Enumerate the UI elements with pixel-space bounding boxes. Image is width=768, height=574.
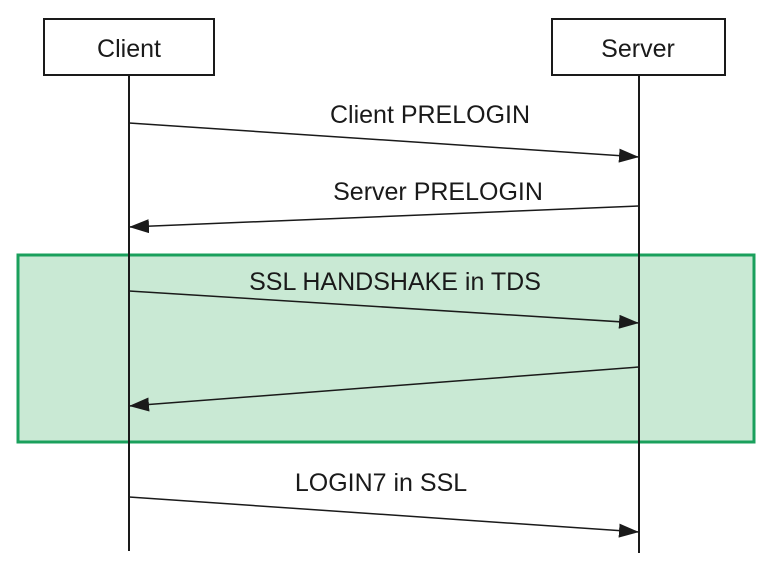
message-arrow-ssl-handshake-response bbox=[128, 366, 640, 412]
message-label-ssl-handshake: SSL HANDSHAKE in TDS bbox=[249, 268, 541, 296]
message-arrow-ssl-handshake-request bbox=[128, 290, 640, 329]
message-arrow-client-prelogin bbox=[128, 122, 640, 163]
client-actor-box bbox=[43, 18, 215, 76]
message-label-login7: LOGIN7 in SSL bbox=[295, 469, 467, 497]
message-arrow-server-prelogin bbox=[128, 205, 640, 234]
client-actor-label: Client bbox=[97, 35, 161, 63]
message-arrow-login7 bbox=[128, 496, 640, 538]
server-actor-box bbox=[551, 18, 726, 76]
message-label-client-prelogin: Client PRELOGIN bbox=[330, 101, 530, 129]
server-actor-label: Server bbox=[601, 35, 675, 63]
message-label-server-prelogin: Server PRELOGIN bbox=[333, 178, 543, 206]
